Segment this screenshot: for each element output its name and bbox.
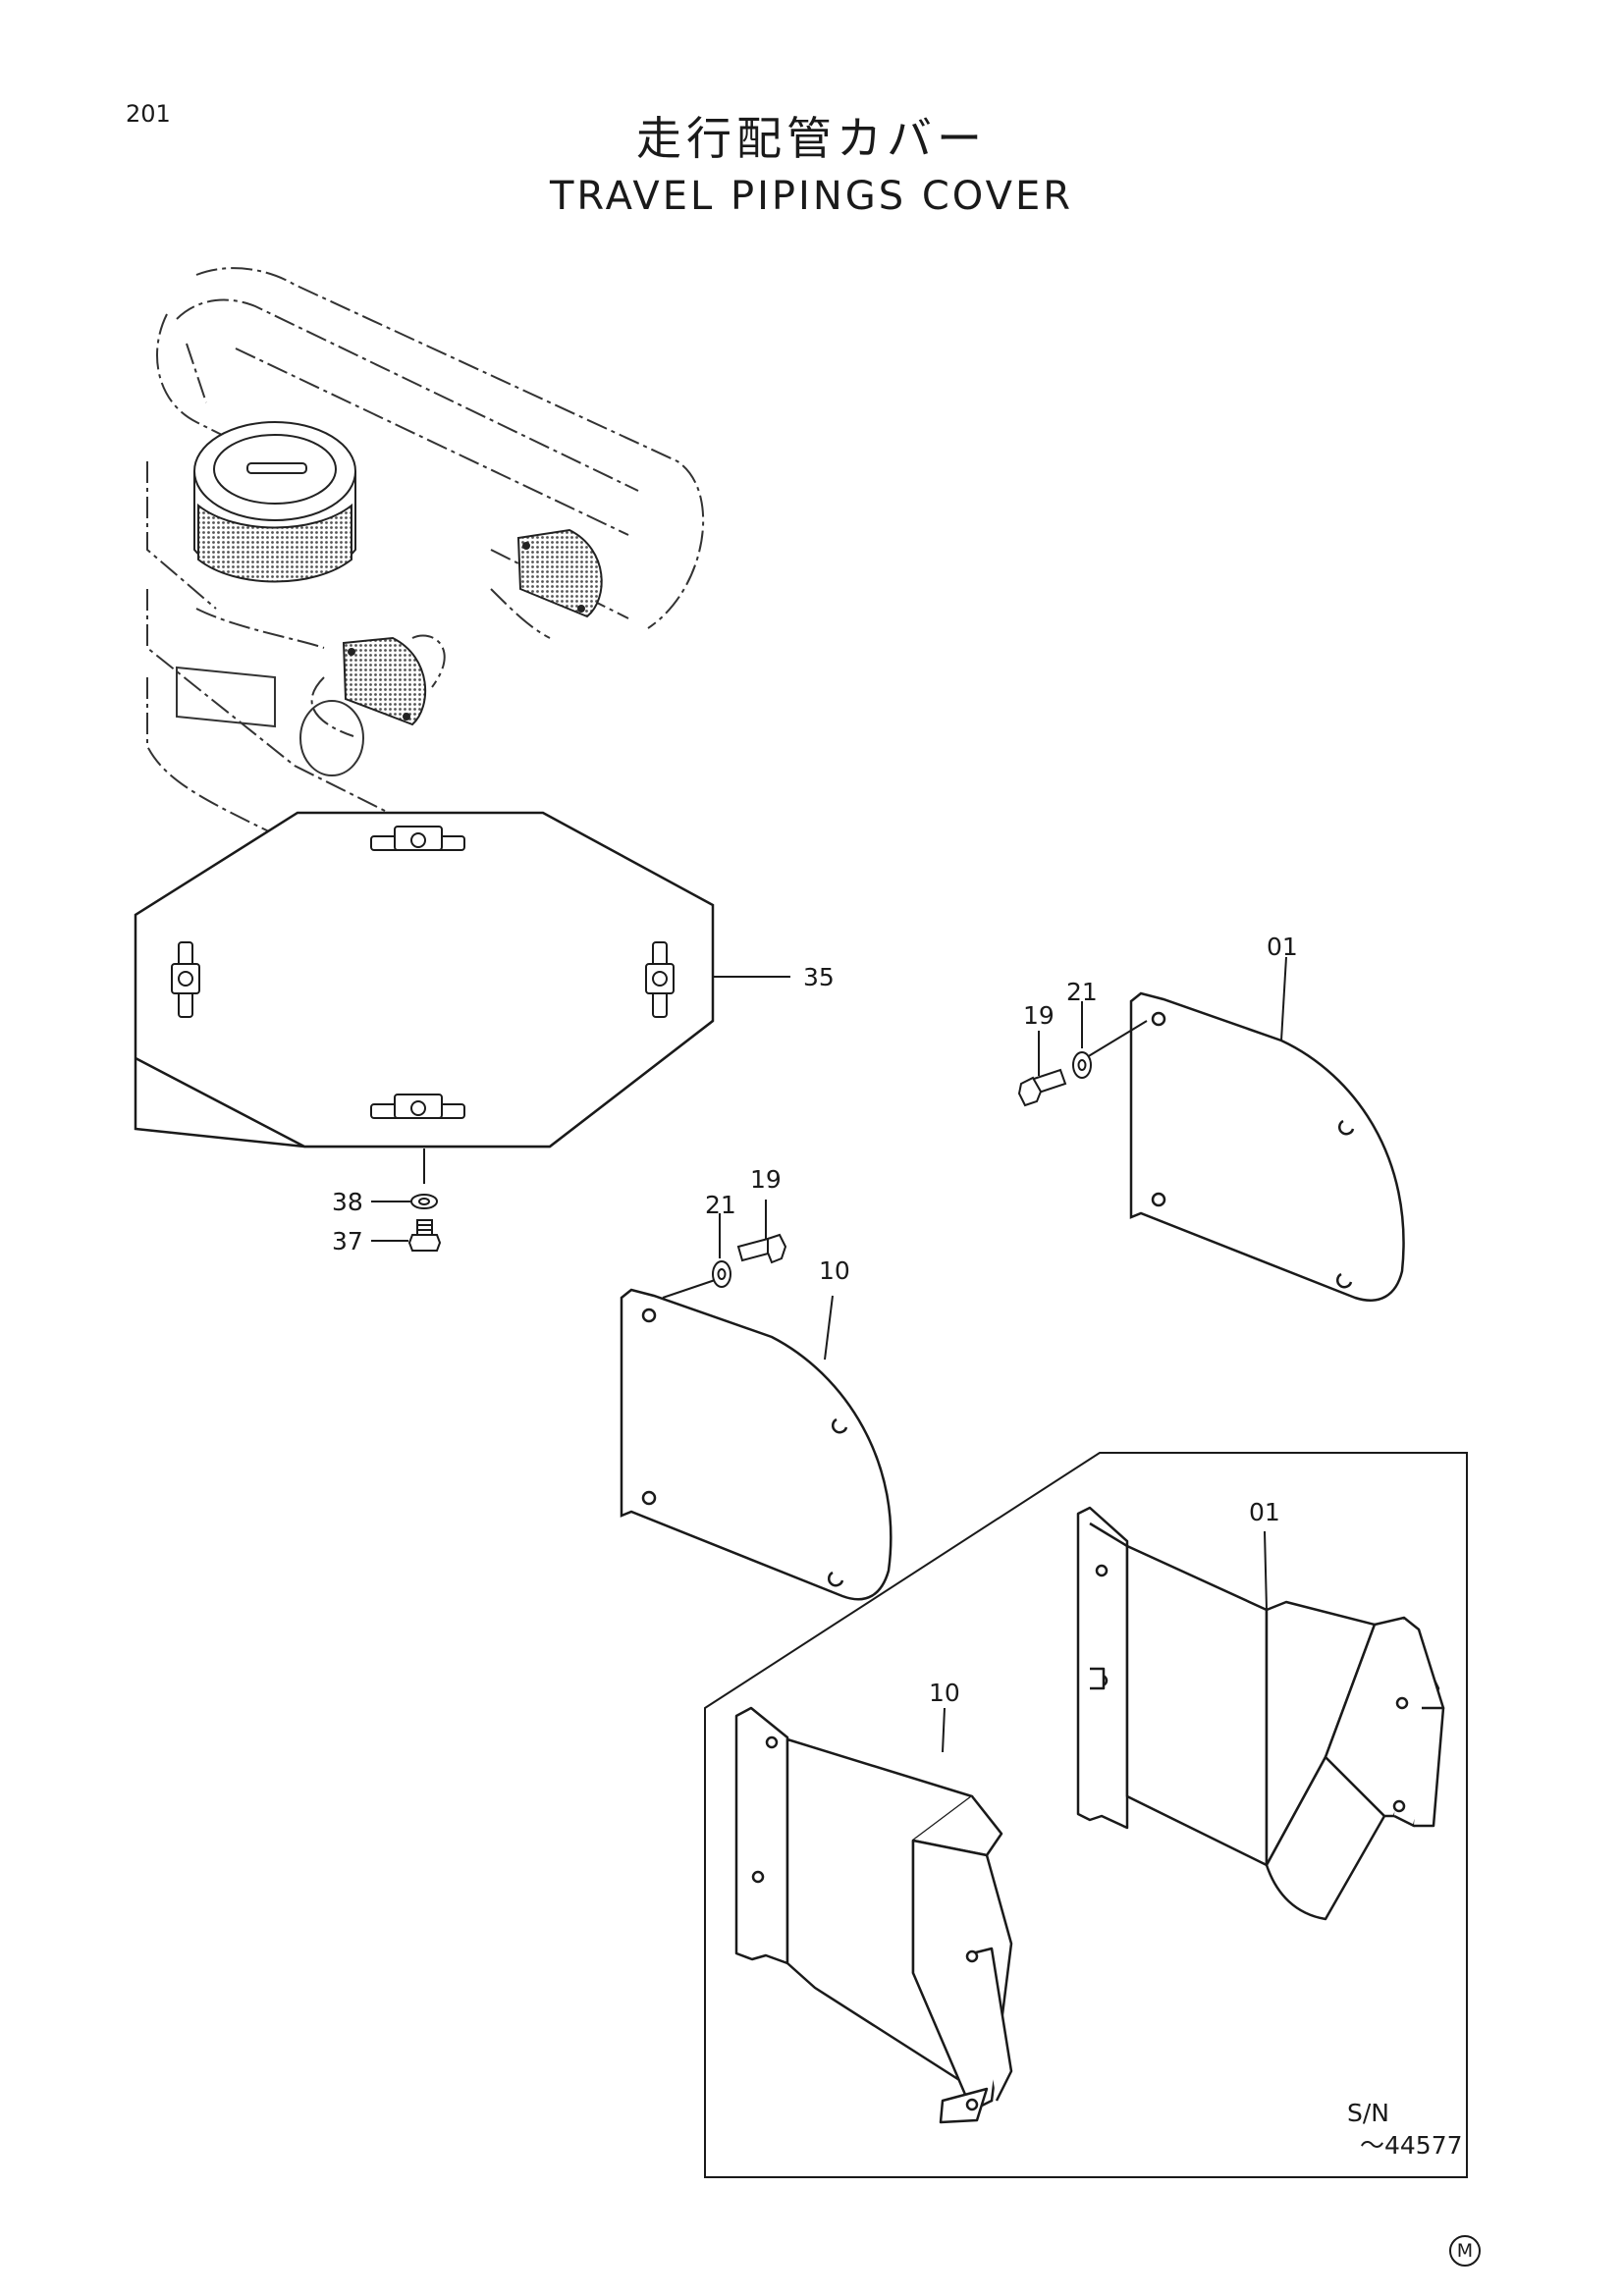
cover-panel-front — [342, 636, 427, 726]
cover-plate-01-flat — [1129, 991, 1405, 1302]
cover-formed-01 — [1076, 1506, 1445, 1921]
cover-panel-rear — [516, 528, 603, 618]
title-english: TRAVEL PIPINGS COVER — [549, 174, 1074, 219]
serial-box-frame — [704, 1452, 1468, 2178]
callout-19-lower: 19 — [750, 1165, 782, 1194]
plate-bracket-left — [171, 941, 200, 1018]
serial-number-label: S/N — [1347, 2099, 1389, 2127]
idler-wheel — [176, 666, 364, 776]
swing-bearing — [193, 421, 356, 583]
callout-37: 37 — [332, 1227, 363, 1255]
bolt-19-a — [1017, 1068, 1067, 1107]
callout-21-upper: 21 — [1066, 978, 1098, 1006]
callout-10-flat: 10 — [819, 1256, 850, 1285]
cover-plate-10-flat — [620, 1288, 893, 1601]
page-number: 201 — [126, 100, 171, 128]
plate-bracket-right — [645, 941, 675, 1018]
callout-01-flat: 01 — [1267, 933, 1298, 961]
plate-bracket-bottom — [370, 1094, 465, 1119]
callout-35: 35 — [803, 963, 835, 991]
circled-m-mark: M — [1449, 2235, 1481, 2267]
callout-19-upper: 19 — [1023, 1001, 1055, 1030]
washer-21-b — [712, 1260, 731, 1288]
washer-21-a — [1072, 1051, 1092, 1079]
serial-number-range: ～44577 — [1360, 2131, 1463, 2160]
bolt-37 — [407, 1219, 442, 1252]
washer-38 — [410, 1194, 438, 1209]
callout-21-lower: 21 — [705, 1191, 736, 1219]
octagon-plate — [134, 811, 715, 1148]
callout-10-formed: 10 — [929, 1679, 960, 1707]
plate-bracket-top — [370, 826, 465, 851]
callout-01-formed: 01 — [1249, 1498, 1280, 1526]
cover-formed-10 — [734, 1706, 1013, 2124]
callout-38: 38 — [332, 1188, 363, 1216]
title-japanese: 走行配管カバー — [636, 112, 987, 165]
bolt-19-b — [736, 1233, 787, 1264]
